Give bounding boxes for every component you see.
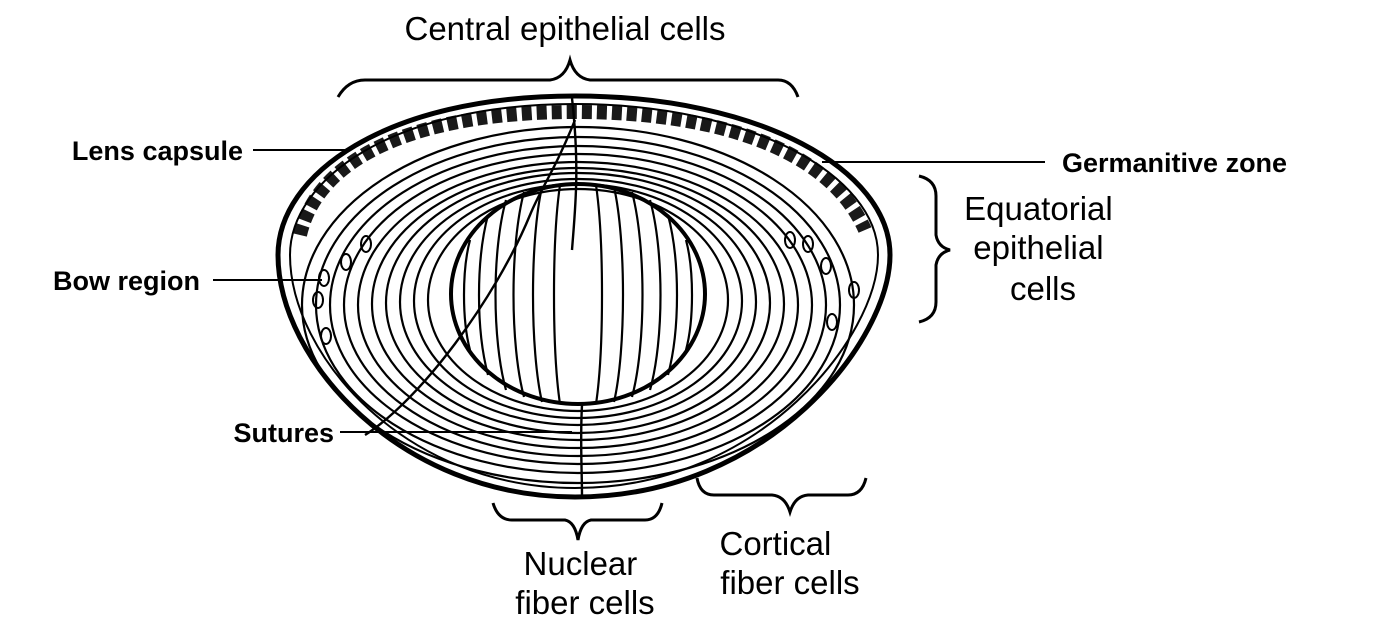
label-equatorial-line-2: epithelial xyxy=(973,229,1103,266)
label-cortical-line-2: fiber cells xyxy=(720,564,859,601)
lens-body xyxy=(278,96,890,497)
label-central-epithelial-cells: Central epithelial cells xyxy=(405,10,726,47)
cortical-bracket xyxy=(697,478,866,512)
label-nuclear-line-2: fiber cells xyxy=(515,584,654,621)
nuclear-fibers xyxy=(464,185,692,404)
suture-lines xyxy=(365,98,582,497)
label-equatorial-line-1: Equatorial xyxy=(964,190,1113,227)
cortical-fiber-layers xyxy=(302,127,854,483)
label-sutures: Sutures xyxy=(233,418,334,448)
label-germinative-zone: Germanitive zone xyxy=(1062,148,1287,178)
label-nuclear-line-1: Nuclear xyxy=(524,545,638,582)
equatorial-bracket xyxy=(919,176,950,322)
nuclear-bracket xyxy=(493,503,662,540)
bow-region-cells xyxy=(313,232,859,344)
label-nuclear-fiber-cells: Nuclear fiber cells xyxy=(515,545,654,621)
label-bow-region: Bow region xyxy=(53,266,200,296)
label-cortical-fiber-cells: Cortical fiber cells xyxy=(719,525,859,601)
central-epithelial-bracket xyxy=(338,60,798,97)
label-equatorial-epithelial-cells: Equatorial epithelial cells xyxy=(964,190,1122,307)
label-cortical-line-1: Cortical xyxy=(719,525,831,562)
label-equatorial-line-3: cells xyxy=(1010,270,1076,307)
label-lens-capsule: Lens capsule xyxy=(72,136,243,166)
